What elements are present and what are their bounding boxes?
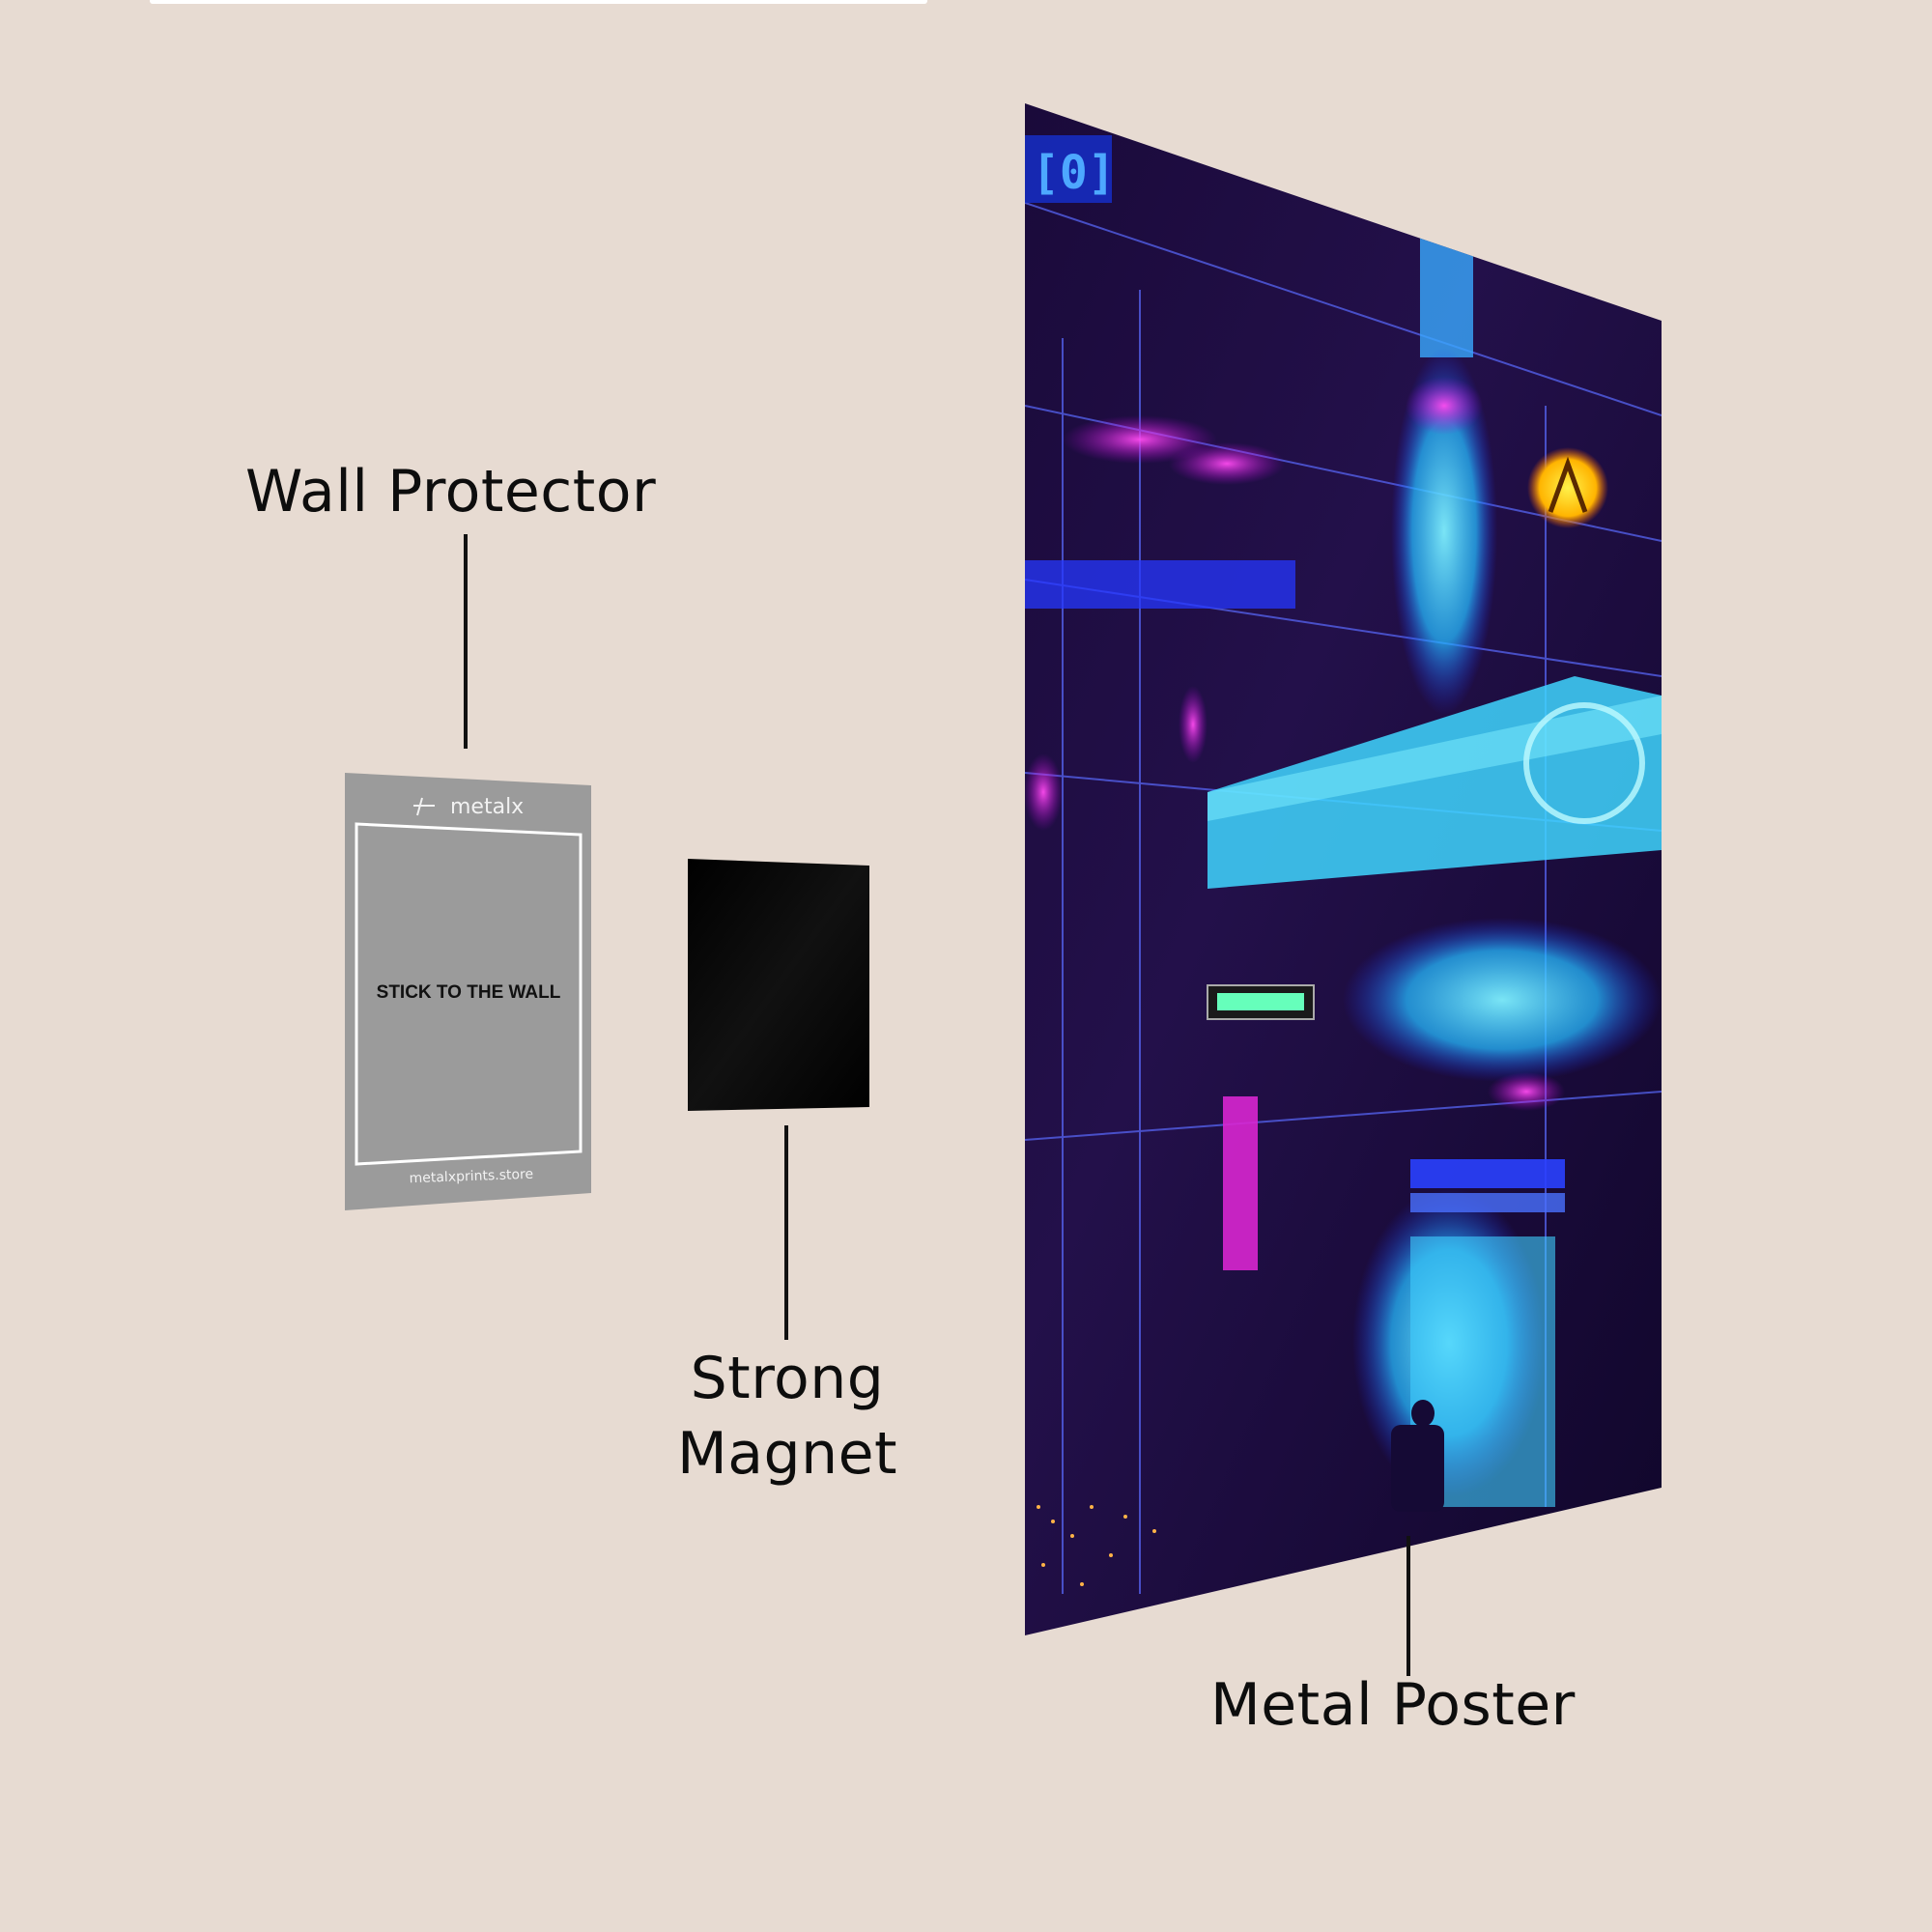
svg-text:[0]: [0] [1032,146,1116,200]
leader-line-magnet [784,1125,788,1340]
top-edge-bar [150,0,927,4]
leader-line-poster [1406,1536,1410,1676]
protector-footer-url: metalxprints.store [409,1167,533,1186]
label-wall-protector: Wall Protector [245,458,657,526]
wall-protector-panel [345,773,591,1210]
label-strong-magnet: Strong Magnet [667,1341,908,1492]
protector-center-text: STICK TO THE WALL [377,982,561,1003]
label-strong: Strong [690,1345,885,1412]
metalx-logo-icon [413,797,435,816]
metal-poster-artwork: [0] [1025,103,1662,1635]
protector-brand: metalx [450,795,524,819]
label-magnet: Magnet [676,1420,898,1488]
leader-line-wall-protector [464,534,468,749]
magnet-square [688,859,869,1111]
label-metal-poster: Metal Poster [1210,1671,1576,1739]
